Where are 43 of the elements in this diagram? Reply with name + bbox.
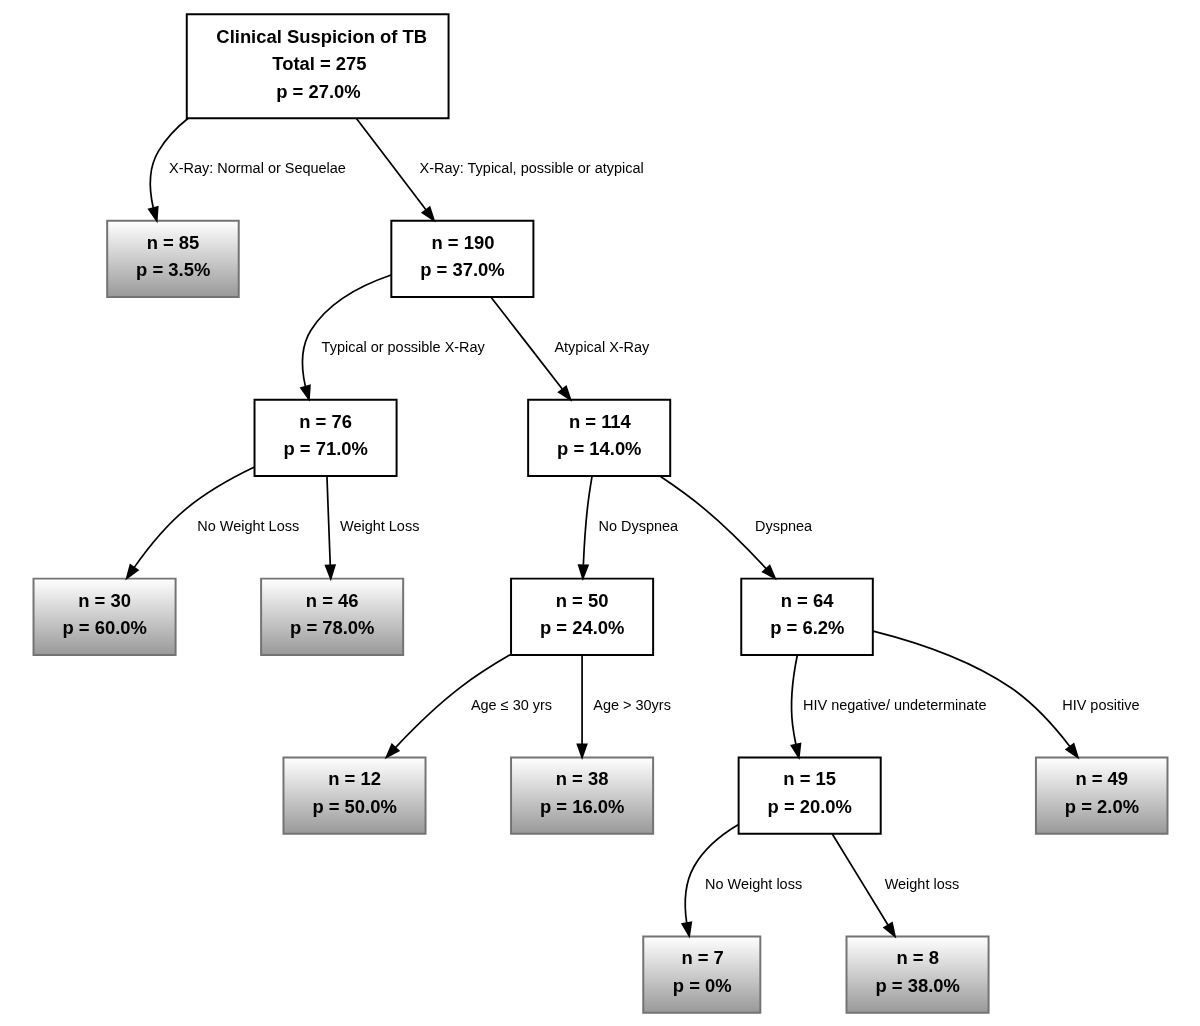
node-box: n = 38 p = 16.0% [509,756,654,835]
edge-label: X-Ray: Typical, possible or atypical [419,159,644,176]
node-box: n = 12 p = 50.0% [281,756,427,835]
node-box: n = 190 p = 37.0% [389,219,534,298]
node-box: n = 114 p = 14.0% [526,398,671,477]
arrow [489,295,572,402]
edge-label: No Weight loss [704,875,802,892]
edge-label: Age ≤ 30 yrs [470,696,552,713]
arrow [575,653,588,760]
edge-label: Typical or possible X-Ray [321,338,485,355]
node-box: n = 85 p = 3.5% [105,219,240,298]
node-box: n = 76 p = 71.0% [253,398,398,477]
edge-label: Weight loss [884,875,959,892]
node-box: n = 15 p = 20.0% [737,756,882,835]
edge-label: No Weight Loss [196,517,299,534]
edge-label: HIV negative/ undeterminate [802,696,986,713]
arrow [871,629,1079,759]
arrow [577,474,593,581]
arrow [830,832,896,939]
node-box: n = 7 p = 0% [641,934,761,1014]
arrow [323,474,336,581]
arrow [658,474,777,580]
node-box: n = 49 p = 2.0% [1034,756,1168,835]
arrow [680,823,739,939]
arrow [299,273,392,402]
edge-label: Atypical X-Ray [553,338,649,355]
arrow [146,116,189,223]
edge-label: Age > 30yrs [592,696,671,713]
arrow [124,465,255,581]
node-box: n = 30 p = 60.0% [32,577,177,656]
node-box: Clinical Suspicion of TB Total = 275 p = 27.0% [185,12,450,119]
arrow [384,653,512,759]
edge-label: X-Ray: Normal or Sequelae [168,159,346,176]
node-box: n = 46 p = 78.0% [259,577,404,656]
edge-label: HIV positive [1061,696,1139,713]
arrow [355,117,436,222]
edge-label: Dyspnea [754,517,812,534]
arrow [789,653,801,760]
edge-label: Weight Loss [339,517,419,534]
node-box: n = 50 p = 24.0% [509,577,654,656]
node-box: n = 64 p = 6.2% [739,577,874,656]
edge-label: No Dyspnea [598,517,678,534]
node-box: n = 8 p = 38.0% [845,934,990,1014]
